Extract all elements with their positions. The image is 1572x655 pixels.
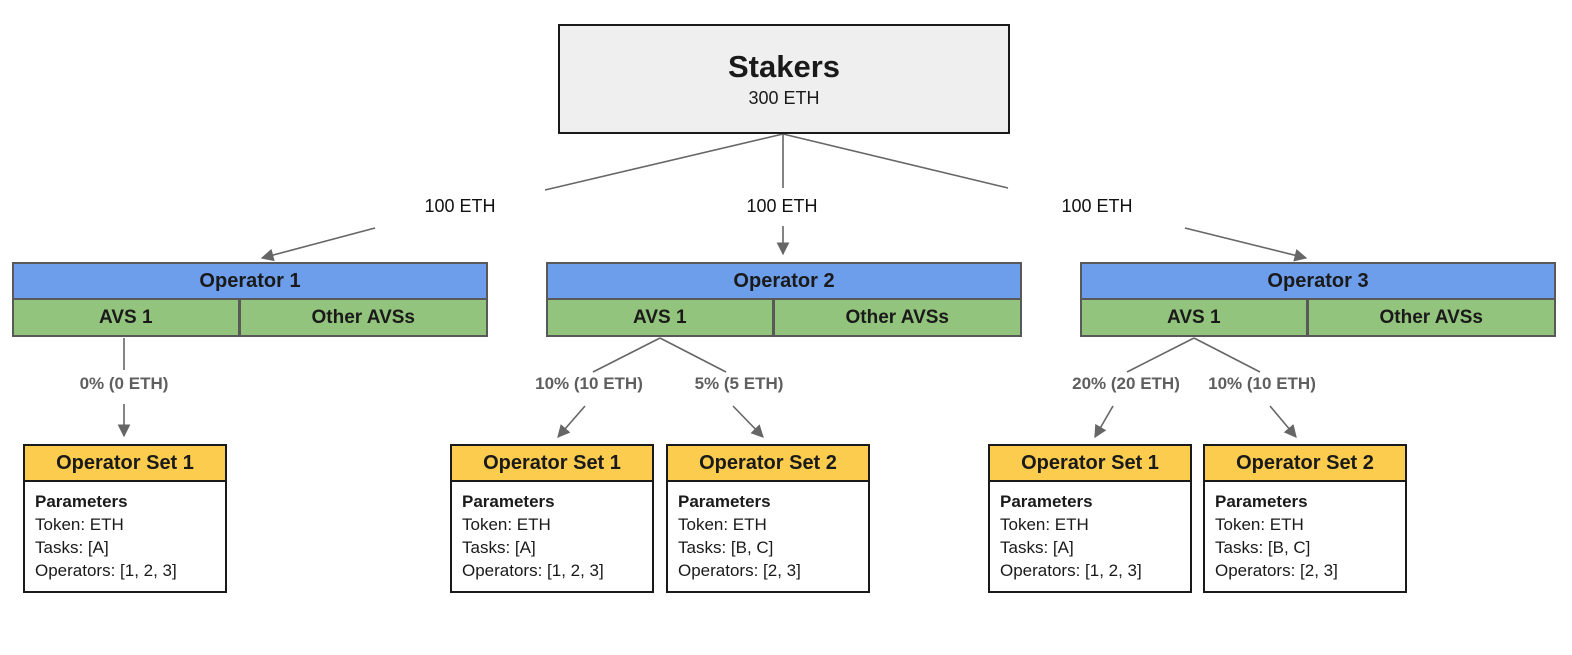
op1-operator-set-1-params: Parameters Token: ETH Tasks: [A] Operato… — [25, 482, 225, 591]
param-token: Token: ETH — [1000, 515, 1089, 534]
operator-3-avs-row: AVS 1 Other AVSs — [1082, 300, 1554, 335]
operator-2-title: Operator 2 — [548, 264, 1020, 300]
arrow-to-operator-3 — [1184, 227, 1308, 262]
operator-3-avs1-cell: AVS 1 — [1082, 300, 1309, 335]
op2-operator-set-1-card: Operator Set 1 Parameters Token: ETH Tas… — [450, 444, 654, 593]
allocation-label-op2-set2: 5% (5 ETH) — [694, 374, 784, 393]
op2-operator-set-1-params: Parameters Token: ETH Tasks: [A] Operato… — [452, 482, 652, 591]
op3-operator-set-1-params: Parameters Token: ETH Tasks: [A] Operato… — [990, 482, 1190, 591]
op3-operator-set-2-title: Operator Set 2 — [1205, 446, 1405, 482]
param-operators: Operators: [2, 3] — [678, 561, 801, 580]
param-tasks: Tasks: [B, C] — [678, 538, 774, 557]
edge-op3-avs1-branch-right — [1193, 337, 1261, 373]
edge-stakers-fan-left — [544, 133, 784, 191]
op3-operator-set-2-card: Operator Set 2 Parameters Token: ETH Tas… — [1203, 444, 1407, 593]
param-operators: Operators: [1, 2, 3] — [35, 561, 177, 580]
op3-operator-set-1-card: Operator Set 1 Parameters Token: ETH Tas… — [988, 444, 1192, 593]
stakers-box: Stakers 300 ETH — [558, 24, 1010, 134]
param-tasks: Tasks: [A] — [35, 538, 109, 557]
delegation-label-operator-3: 100 ETH — [1061, 196, 1133, 216]
param-token: Token: ETH — [35, 515, 124, 534]
allocation-label-op3-set1: 20% (20 ETH) — [1072, 374, 1180, 393]
param-token: Token: ETH — [462, 515, 551, 534]
edge-op2-avs1-branch-left — [592, 337, 661, 373]
delegation-label-operator-1: 100 ETH — [424, 196, 496, 216]
operator-1-title: Operator 1 — [14, 264, 486, 300]
edge-op3-avs1-branch-left — [1126, 337, 1195, 373]
operator-2-other-avs-cell: Other AVSs — [774, 300, 1020, 335]
edge-op2-avs1-branch-right — [659, 337, 727, 373]
op2-operator-set-2-card: Operator Set 2 Parameters Token: ETH Tas… — [666, 444, 870, 593]
op1-operator-set-1-title: Operator Set 1 — [25, 446, 225, 482]
operator-2-box: Operator 2 AVS 1 Other AVSs — [546, 262, 1022, 337]
allocation-label-op2-set1: 10% (10 ETH) — [535, 374, 643, 393]
param-tasks: Tasks: [A] — [462, 538, 536, 557]
param-tasks: Tasks: [B, C] — [1215, 538, 1311, 557]
param-operators: Operators: [2, 3] — [1215, 561, 1338, 580]
operator-1-avs1-cell: AVS 1 — [14, 300, 241, 335]
delegation-label-operator-2: 100 ETH — [746, 196, 818, 216]
op3-operator-set-2-params: Parameters Token: ETH Tasks: [B, C] Oper… — [1205, 482, 1405, 591]
operator-1-avs-row: AVS 1 Other AVSs — [14, 300, 486, 335]
params-heading: Parameters — [1215, 492, 1308, 511]
arrow-op2-to-set2 — [732, 405, 764, 438]
operator-1-box: Operator 1 AVS 1 Other AVSs — [12, 262, 488, 337]
params-heading: Parameters — [462, 492, 555, 511]
param-token: Token: ETH — [678, 515, 767, 534]
operator-3-title: Operator 3 — [1082, 264, 1554, 300]
stakers-title: Stakers — [727, 49, 841, 84]
param-token: Token: ETH — [1215, 515, 1304, 534]
op2-operator-set-1-title: Operator Set 1 — [452, 446, 652, 482]
operator-3-other-avs-cell: Other AVSs — [1308, 300, 1554, 335]
arrow-op2-to-set1 — [557, 405, 586, 438]
edge-stakers-fan-right — [782, 133, 1009, 189]
arrow-op3-to-set1 — [1094, 405, 1114, 439]
operator-2-avs-row: AVS 1 Other AVSs — [548, 300, 1020, 335]
allocation-label-op1-set1: 0% (0 ETH) — [79, 374, 169, 393]
arrow-to-operator-1 — [260, 227, 376, 262]
param-tasks: Tasks: [A] — [1000, 538, 1074, 557]
params-heading: Parameters — [35, 492, 128, 511]
op1-operator-set-1-card: Operator Set 1 Parameters Token: ETH Tas… — [23, 444, 227, 593]
allocation-label-op3-set2: 10% (10 ETH) — [1208, 374, 1316, 393]
op3-operator-set-1-title: Operator Set 1 — [990, 446, 1190, 482]
param-operators: Operators: [1, 2, 3] — [1000, 561, 1142, 580]
params-heading: Parameters — [678, 492, 771, 511]
operator-1-other-avs-cell: Other AVSs — [240, 300, 486, 335]
stakers-amount: 300 ETH — [748, 88, 820, 108]
op2-operator-set-2-params: Parameters Token: ETH Tasks: [B, C] Oper… — [668, 482, 868, 591]
operator-3-box: Operator 3 AVS 1 Other AVSs — [1080, 262, 1556, 337]
param-operators: Operators: [1, 2, 3] — [462, 561, 604, 580]
arrow-op3-to-set2 — [1269, 405, 1297, 438]
op2-operator-set-2-title: Operator Set 2 — [668, 446, 868, 482]
params-heading: Parameters — [1000, 492, 1093, 511]
operator-2-avs1-cell: AVS 1 — [548, 300, 775, 335]
